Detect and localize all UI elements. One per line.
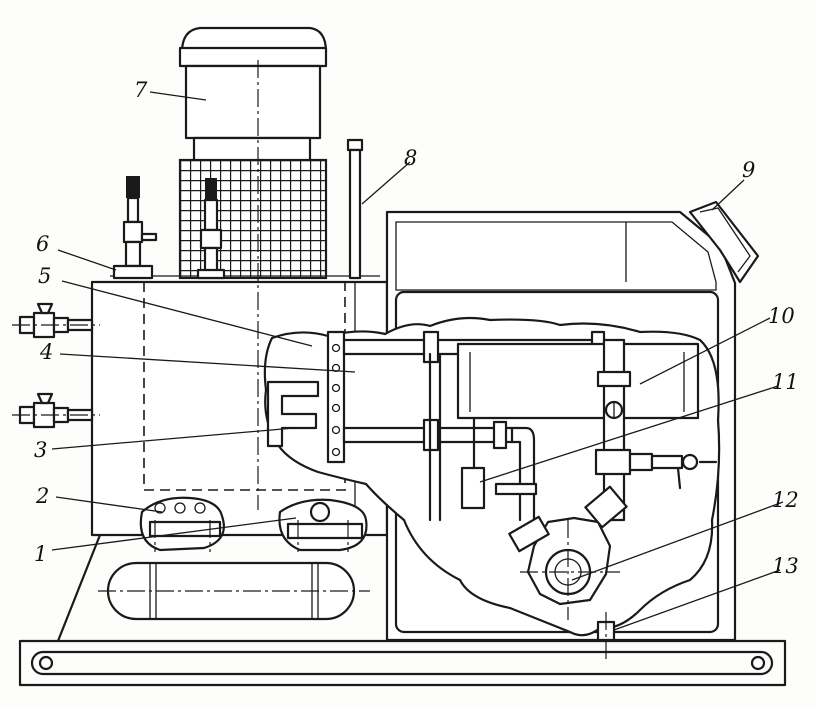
motor-mesh-guard	[178, 158, 328, 280]
callout-7: 7	[134, 78, 148, 102]
bottom-mounts	[139, 496, 368, 552]
callout-13: 13	[772, 554, 799, 578]
callout-12: 12	[772, 488, 799, 512]
callout-6: 6	[36, 232, 50, 256]
leader-lines	[51, 91, 784, 631]
vent-pipe	[346, 138, 364, 280]
callout-2: 2	[36, 484, 50, 508]
callout-1: 1	[34, 542, 48, 566]
callout-10: 10	[768, 304, 795, 328]
callout-3: 3	[34, 438, 48, 462]
top-valves	[112, 176, 226, 280]
callout-5: 5	[38, 264, 52, 288]
callout-9: 9	[742, 158, 756, 182]
callout-8: 8	[404, 146, 418, 170]
callout-11: 11	[772, 370, 799, 394]
callout-4: 4	[40, 340, 54, 364]
internal-parts	[266, 330, 718, 660]
gas-cylinder	[98, 561, 370, 621]
side-taps	[12, 302, 100, 429]
motor	[178, 26, 328, 166]
